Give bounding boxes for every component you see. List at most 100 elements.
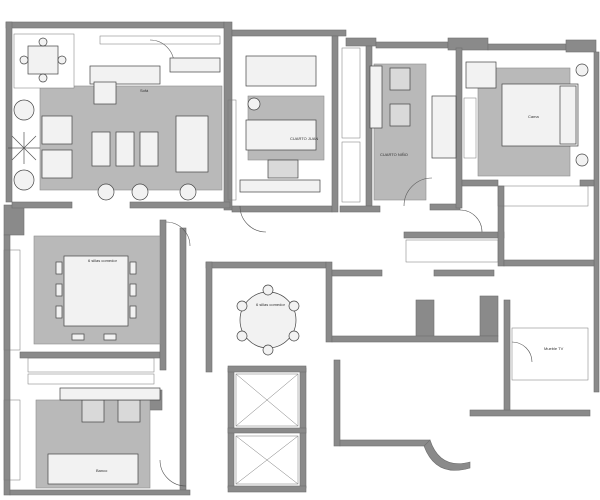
wall-bottom-right-a (339, 439, 431, 447)
kitchen-chair-2 (117, 399, 141, 423)
round-table (239, 291, 297, 349)
master-armchair (465, 61, 497, 89)
bedroom2-desk (369, 65, 383, 129)
terrace-chair-2 (38, 73, 48, 83)
armchair-left-2 (41, 149, 73, 179)
wall-top-mid (447, 37, 489, 51)
armchair-left-1 (41, 115, 73, 145)
wall-top-left (5, 21, 225, 29)
bedroom-2: CUARTO NIÑO (341, 47, 457, 207)
master-tv-unit (463, 97, 477, 159)
kitchen-door-arc (159, 459, 187, 487)
mesa-comedor-label: 6 sillas comedor (88, 258, 118, 263)
master-lamp-1-icon (575, 63, 589, 77)
bedside-lamp-icon (247, 97, 261, 111)
sofa-text: Sofá (140, 88, 149, 93)
service-room: Mueble TV (511, 327, 589, 381)
kitchen-window (3, 399, 21, 481)
bedroom1-door-arc (239, 205, 267, 233)
wall-living-bottom-b (129, 201, 231, 209)
dining-window (3, 249, 21, 351)
master-headboard (559, 85, 577, 145)
cama-text: Cama (528, 114, 539, 119)
wall-round-right (325, 261, 333, 343)
wall-corridor-right (497, 185, 505, 267)
round-chair-6 (288, 330, 300, 342)
bedroom2-chair-1 (389, 67, 411, 91)
kitchen-sofa (47, 453, 139, 485)
kitchen-desk (59, 387, 161, 401)
wall-left-bottom (3, 234, 11, 496)
master-lamp-2-icon (575, 153, 589, 167)
cuarto-nino-label: CUARTO NIÑO (380, 152, 408, 157)
mueble-text: Mueble TV (544, 346, 564, 351)
chair-bottom-3 (179, 183, 197, 201)
terrace-chair-3 (19, 55, 29, 65)
wall-bedroom2-bottom-b (429, 203, 461, 211)
wall-bedroom2-right (455, 47, 463, 209)
corridor (405, 209, 499, 263)
bedroom2-bed (431, 95, 457, 159)
wall-core-a (415, 299, 435, 341)
dining-chair-4 (129, 261, 137, 275)
window-strip (99, 35, 221, 45)
round-chair-2 (262, 344, 274, 356)
bed-2 (245, 119, 317, 151)
sofa-cushion-left (93, 81, 117, 105)
wall-kitchen-right (179, 227, 187, 491)
round-chair-4 (288, 300, 300, 312)
wall-top-bedroom2b (375, 41, 449, 49)
sofa-top (89, 65, 161, 85)
wall-bedroom1-right (331, 35, 339, 213)
wall-curve (423, 439, 471, 471)
terrace-chair-1 (38, 37, 48, 47)
wall-master-bottom-a (461, 179, 499, 187)
wall-round-left (205, 261, 213, 373)
wall-top-bedroom1 (231, 29, 347, 37)
outer-walls (3, 21, 600, 496)
wall-corridor-top (403, 231, 505, 239)
dining-chair-7 (71, 333, 85, 341)
sideboard (169, 57, 221, 73)
corridor-shelves (405, 239, 499, 263)
bedroom2-door-arc (403, 177, 433, 207)
wall-right (593, 51, 600, 393)
bed-1 (245, 55, 317, 87)
wall-master-bottom-b (579, 179, 595, 187)
dining-room: 6 sillas comedor (3, 221, 191, 351)
round-chair-5 (236, 330, 248, 342)
terrace-table (27, 45, 59, 75)
cuarto-juan-label: CUARTO JUAN (290, 136, 318, 141)
banco-text: Banco (96, 468, 108, 473)
wall-top-right (565, 39, 597, 53)
round-table-room: 6 sillas comedor (236, 284, 300, 356)
kitchen-shelf-top (27, 357, 155, 373)
dining-door-arc (165, 221, 191, 247)
coffee-table-2 (115, 131, 135, 167)
wall-bottom-right-b (469, 409, 591, 417)
wall-left-top (5, 21, 13, 203)
bedroom1-desk (239, 179, 321, 193)
wall-top-master (487, 43, 567, 51)
plant-2-icon (13, 169, 35, 191)
bedroom1-desk-chair (267, 159, 299, 179)
elevators (235, 373, 299, 485)
wall-bottom-mid (333, 359, 341, 447)
wall-living-bottom-a (11, 201, 73, 209)
bedroom1-wardrobe (227, 99, 237, 201)
dining-table (63, 255, 129, 327)
wall-dining-right (159, 219, 167, 371)
wall-right-mid (503, 259, 595, 267)
wall-core-bottom (331, 335, 499, 343)
round-chair-1 (262, 284, 274, 296)
coffee-table-3 (139, 131, 159, 167)
dining-chair-2 (55, 283, 63, 297)
bedroom2-shelves (341, 141, 361, 203)
dining-chair-5 (129, 283, 137, 297)
dining-chair-6 (129, 305, 137, 319)
wall-bedroom2-bottom-a (339, 205, 381, 213)
coffee-table-1 (91, 131, 111, 167)
wall-bedroom1-bottom (231, 205, 333, 213)
dining-chair-1 (55, 261, 63, 275)
dining-chair-8 (103, 333, 117, 341)
